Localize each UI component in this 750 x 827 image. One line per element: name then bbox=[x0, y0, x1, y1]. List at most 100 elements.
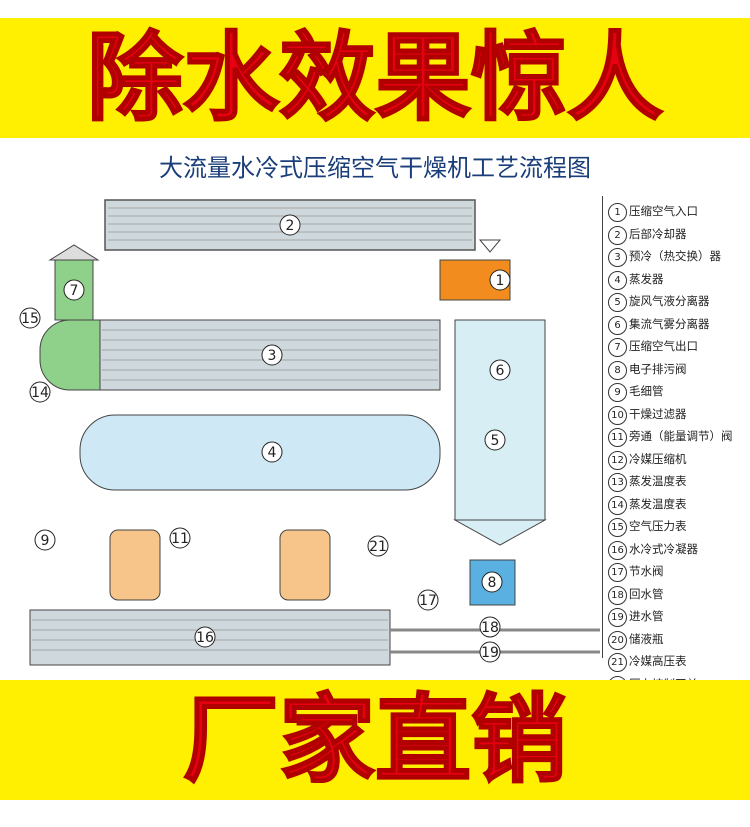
legend-label: 旁通（能量调节）阀 bbox=[629, 429, 733, 443]
legend-label: 旋风气液分离器 bbox=[629, 294, 710, 308]
svg-text:5: 5 bbox=[491, 433, 500, 449]
legend-number: 2 bbox=[608, 225, 627, 245]
compressor-right bbox=[279, 529, 331, 601]
svg-text:2: 2 bbox=[286, 218, 295, 234]
svg-text:1: 1 bbox=[496, 273, 505, 289]
legend-label: 储液瓶 bbox=[629, 631, 664, 646]
legend-number: 5 bbox=[608, 293, 627, 312]
legend-number: 19 bbox=[608, 608, 627, 627]
headline-bottom: 厂家直销 bbox=[0, 680, 750, 800]
marker-17: 17 bbox=[417, 589, 439, 611]
marker-3: 3 bbox=[261, 344, 283, 366]
headline-top: 除水效果惊人 bbox=[0, 18, 750, 138]
legend-number: 20 bbox=[608, 630, 627, 650]
marker-7: 7 bbox=[63, 279, 85, 301]
marker-21: 21 bbox=[367, 535, 389, 557]
legend-number: 17 bbox=[608, 563, 627, 582]
legend-number: 16 bbox=[608, 540, 627, 560]
marker-8: 8 bbox=[481, 571, 503, 593]
legend-number: 10 bbox=[608, 405, 627, 425]
diagram-title: 大流量水冷式压缩空气干燥机工艺流程图 bbox=[159, 154, 591, 182]
compressor-left bbox=[109, 529, 161, 601]
marker-2: 2 bbox=[279, 214, 301, 236]
svg-text:19: 19 bbox=[481, 645, 499, 661]
legend-number: 6 bbox=[608, 315, 627, 335]
legend-label: 干燥过滤器 bbox=[629, 406, 687, 421]
legend-label: 冷媒高压表 bbox=[629, 654, 687, 668]
marker-1: 1 bbox=[489, 269, 511, 291]
legend-number: 21 bbox=[608, 653, 627, 672]
condenser-fins bbox=[32, 619, 388, 651]
process-flow-diagram: 1 2 3 4 5 6 7 8 9 11 14 15 16 17 18 19 2… bbox=[19, 199, 600, 666]
legend-label: 蒸发温度表 bbox=[629, 474, 687, 488]
legend-label: 空气压力表 bbox=[629, 519, 687, 533]
marker-15: 15 bbox=[19, 307, 41, 329]
marker-18: 18 bbox=[479, 616, 501, 638]
legend-label: 毛细管 bbox=[629, 384, 664, 398]
separator-cone bbox=[453, 519, 547, 546]
marker-14: 14 bbox=[29, 381, 51, 403]
marker-11: 11 bbox=[169, 527, 191, 549]
legend-number: 4 bbox=[608, 270, 627, 290]
legend-number: 11 bbox=[608, 428, 627, 447]
svg-text:7: 7 bbox=[70, 283, 79, 299]
outlet-arrow-icon bbox=[48, 244, 100, 261]
legend-number: 13 bbox=[608, 473, 627, 492]
legend-label: 进水管 bbox=[629, 609, 664, 623]
legend-number: 7 bbox=[608, 338, 627, 357]
svg-text:9: 9 bbox=[41, 533, 50, 549]
svg-text:18: 18 bbox=[481, 620, 499, 636]
marker-16: 16 bbox=[194, 626, 216, 648]
legend-label: 集流气雾分离器 bbox=[629, 316, 710, 331]
marker-19: 19 bbox=[479, 641, 501, 663]
legend-number: 9 bbox=[608, 383, 627, 402]
legend-label: 预冷（热交换）器 bbox=[629, 249, 721, 263]
legend-number: 18 bbox=[608, 585, 627, 605]
marker-9: 9 bbox=[34, 529, 56, 551]
marker-5: 5 bbox=[484, 429, 506, 451]
legend-label: 冷媒压缩机 bbox=[629, 451, 687, 466]
legend-label: 压缩空气入口 bbox=[629, 204, 698, 218]
legend-number: 12 bbox=[608, 450, 627, 470]
legend-number: 1 bbox=[608, 203, 627, 222]
legend-number: 14 bbox=[608, 495, 627, 515]
svg-text:3: 3 bbox=[268, 348, 277, 364]
legend-label: 节水阀 bbox=[629, 564, 664, 578]
svg-text:14: 14 bbox=[31, 385, 49, 401]
svg-text:8: 8 bbox=[488, 575, 497, 591]
svg-text:15: 15 bbox=[21, 311, 39, 327]
legend-divider bbox=[602, 196, 603, 658]
svg-text:4: 4 bbox=[268, 445, 277, 461]
marker-6: 6 bbox=[489, 359, 511, 381]
legend-label: 后部冷却器 bbox=[629, 226, 687, 241]
legend-number: 8 bbox=[608, 360, 627, 380]
svg-text:11: 11 bbox=[171, 531, 189, 547]
legend-label: 回水管 bbox=[629, 586, 664, 601]
inlet-arrow-icon bbox=[478, 239, 502, 253]
svg-text:6: 6 bbox=[496, 363, 505, 379]
legend-number: 15 bbox=[608, 518, 627, 537]
evaporator bbox=[79, 414, 441, 491]
marker-4: 4 bbox=[261, 441, 283, 463]
legend-label: 水冷式冷凝器 bbox=[629, 541, 698, 556]
separator-tower bbox=[454, 319, 546, 521]
